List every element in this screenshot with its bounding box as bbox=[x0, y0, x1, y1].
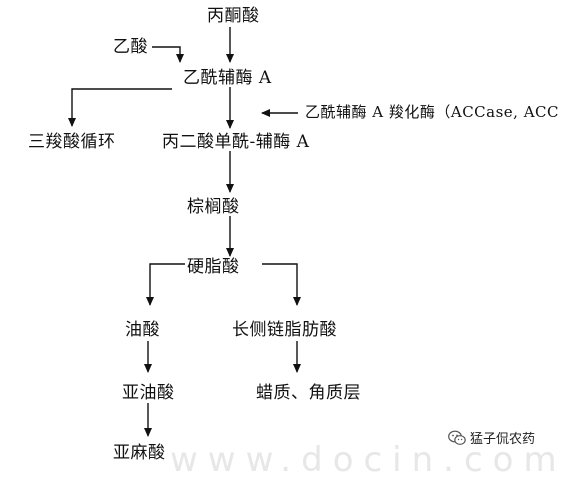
pathway-arrows bbox=[68, 27, 301, 437]
account-name: 猛子侃农药 bbox=[470, 432, 536, 447]
node-palmitic-acid: 棕榈酸 bbox=[187, 197, 240, 217]
node-pyruvate: 丙酮酸 bbox=[207, 6, 260, 26]
arrow-acetyl-coa-to-tca bbox=[68, 88, 172, 127]
node-wax-cuticle: 蜡质、角质层 bbox=[256, 383, 361, 403]
arrow-stearic-to-lcfa bbox=[262, 263, 301, 306]
node-acetate: 乙酸 bbox=[113, 37, 148, 57]
node-linoleic-acid: 亚油酸 bbox=[122, 383, 175, 403]
arrow-stearic-to-oleic bbox=[146, 263, 185, 306]
node-tca-cycle: 三羧酸循环 bbox=[28, 132, 116, 152]
node-linolenic-acid: 亚麻酸 bbox=[113, 443, 166, 463]
arrow-acetate-to-acetyl-coa bbox=[152, 46, 184, 63]
node-oleic-acid: 油酸 bbox=[125, 320, 160, 340]
wechat-icon bbox=[448, 430, 466, 445]
node-acetyl-coa: 乙酰辅酶 A bbox=[183, 68, 272, 88]
node-malonyl-coa: 丙二酸单酰-辅酶 A bbox=[162, 132, 310, 152]
node-stearic-acid: 硬脂酸 bbox=[187, 257, 240, 277]
account-badge: 猛子侃农药 bbox=[448, 428, 535, 447]
node-accase-enzyme: 乙酰辅酶 A 羧化酶（ACCase, ACC bbox=[305, 103, 559, 121]
node-long-chain-fatty-acids: 长侧链脂肪酸 bbox=[232, 320, 337, 340]
